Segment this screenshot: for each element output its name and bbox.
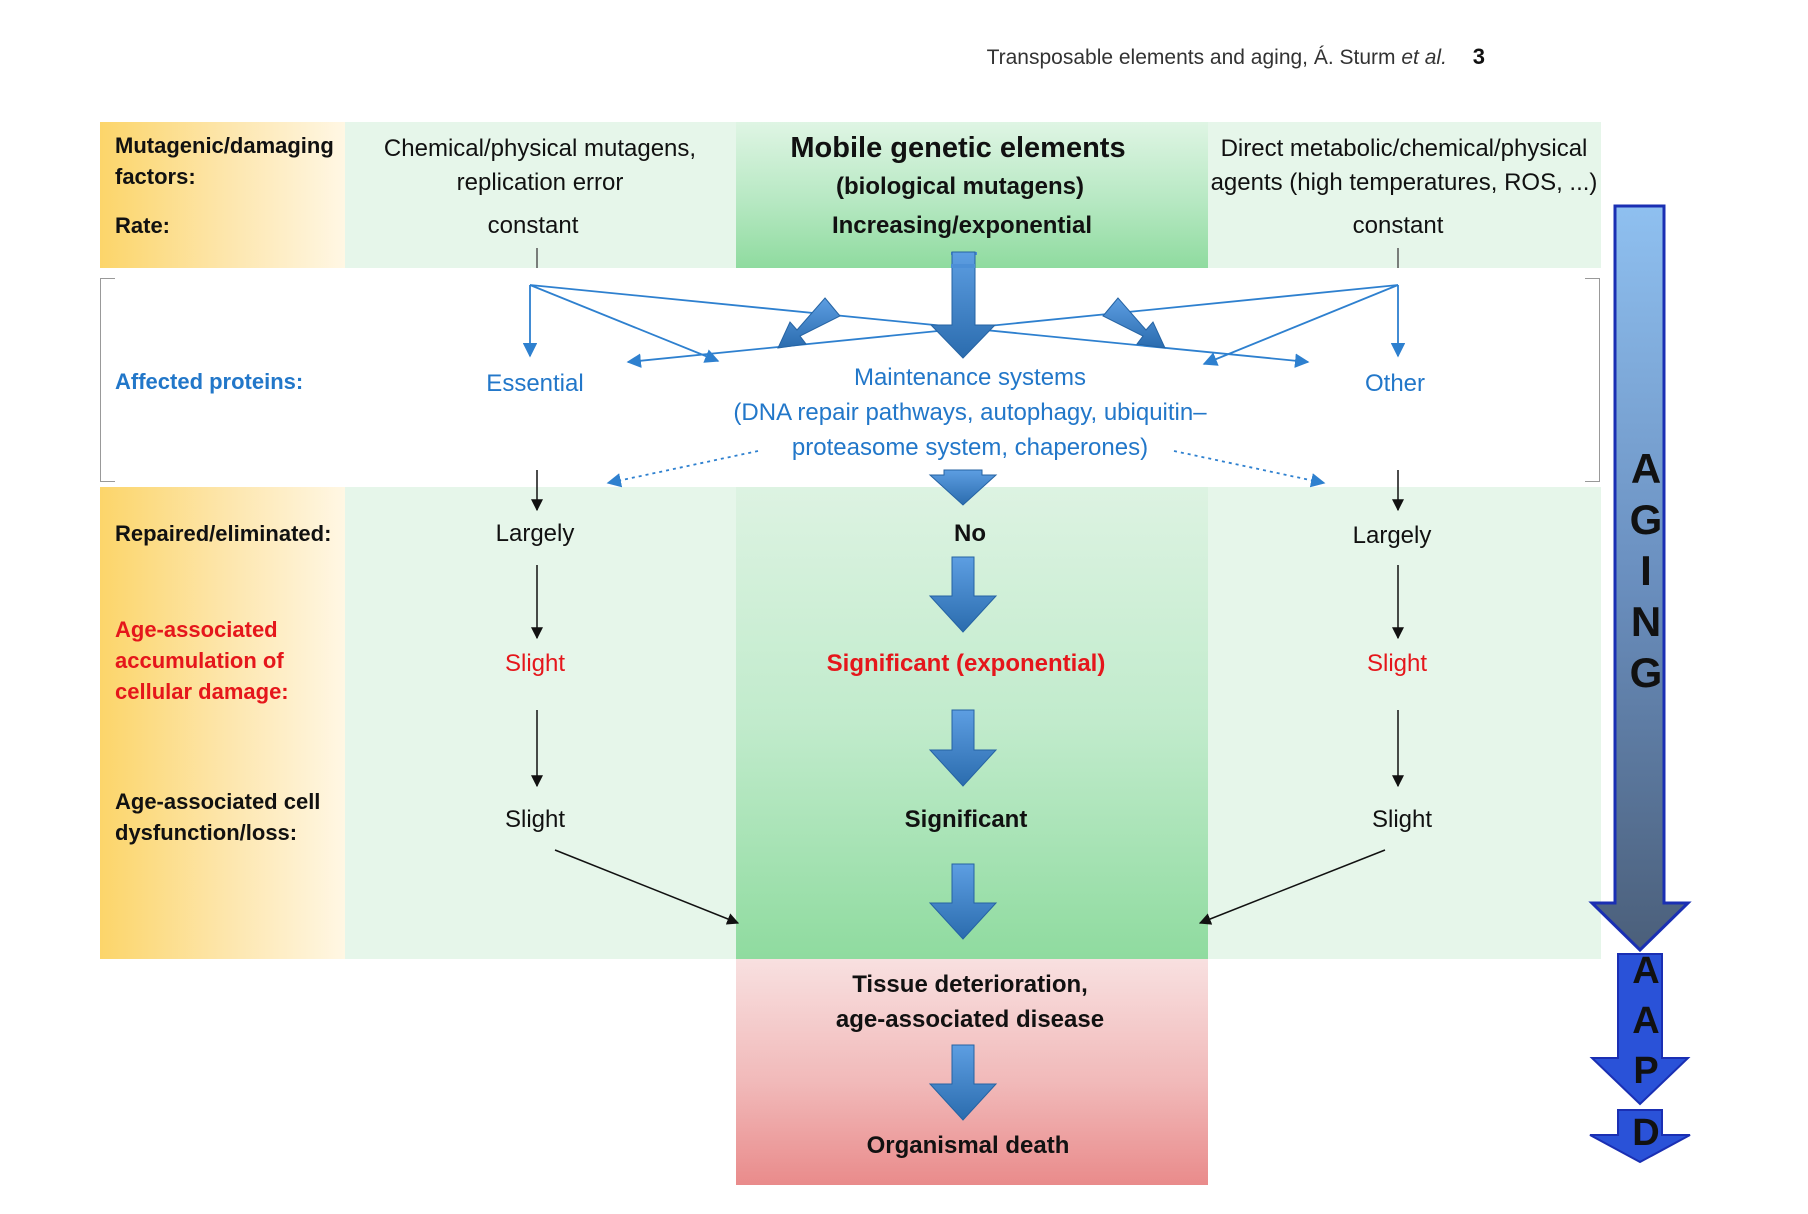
- aapd-letter-1: A: [1632, 950, 1660, 992]
- running-title: Transposable elements and aging, Á. Stur…: [986, 46, 1396, 69]
- center-protein: Maintenance systems (DNA repair pathways…: [733, 364, 1207, 461]
- label-repaired-eliminated: Repaired/eliminated:: [115, 521, 332, 546]
- center-rate: Increasing/exponential: [831, 212, 1093, 239]
- right-protein: Other: [1364, 370, 1426, 397]
- aging-letter-4: N: [1630, 598, 1662, 645]
- aging-letter-3: I: [1640, 547, 1652, 594]
- aapd-letter-3: P: [1633, 1050, 1659, 1092]
- affected-proteins-bracket-right: [1585, 278, 1600, 482]
- left-accumulation: Slight: [504, 650, 566, 677]
- page-number: 3: [1472, 44, 1485, 69]
- left-repaired: Largely: [495, 520, 575, 547]
- right-accumulation: Slight: [1366, 650, 1428, 677]
- left-protein: Essential: [486, 370, 584, 397]
- running-title-etal: et al.: [1401, 46, 1447, 69]
- aging-letter-5: G: [1629, 649, 1663, 696]
- right-rate: constant: [1352, 212, 1444, 239]
- left-dysfunction: Slight: [504, 806, 566, 833]
- right-column-band-top: [1208, 122, 1601, 268]
- center-accumulation: Significant (exponential): [826, 650, 1106, 677]
- aapd-letter-4: D: [1632, 1112, 1660, 1154]
- left-factor: Chemical/physical mutagens, replication …: [383, 135, 697, 196]
- center-column-band-top: [736, 122, 1208, 268]
- center-repaired: No: [954, 520, 986, 547]
- label-band-bottom: [100, 487, 345, 959]
- right-dysfunction: Slight: [1371, 806, 1433, 833]
- outcome-organismal-death: Organismal death: [866, 1132, 1070, 1159]
- aapd-letter-2: A: [1632, 1000, 1660, 1042]
- outcome-tissue-deterioration: Tissue deterioration, age-associated dis…: [835, 971, 1105, 1033]
- label-cell-dysfunction: Age-associated cell dysfunction/loss:: [115, 789, 321, 845]
- label-mutagenic-factors: Mutagenic/damaging factors:: [115, 133, 334, 189]
- center-factor-subtitle: (biological mutagens): [835, 173, 1085, 200]
- label-damage-accumulation: Age-associated accumulation of cellular …: [115, 617, 289, 704]
- right-column-band-bottom: [1208, 487, 1601, 959]
- label-rate: Rate:: [115, 213, 171, 238]
- left-rate: constant: [487, 212, 579, 239]
- label-band-top: [100, 122, 345, 268]
- aging-letter-2: G: [1629, 496, 1663, 543]
- left-column-band-bottom: [345, 487, 736, 959]
- center-dysfunction: Significant: [904, 806, 1028, 833]
- label-affected-proteins: Affected proteins:: [115, 369, 304, 394]
- center-factor-title: Mobile genetic elements: [790, 132, 1126, 164]
- right-repaired: Largely: [1352, 522, 1432, 549]
- left-column-band-top: [345, 122, 736, 268]
- right-factor: Direct metabolic/chemical/physical agent…: [1210, 135, 1598, 196]
- aging-letter-1: A: [1630, 445, 1662, 492]
- running-header: Transposable elements and aging, Á. Stur…: [987, 44, 1485, 70]
- affected-proteins-bracket-left: [100, 278, 115, 482]
